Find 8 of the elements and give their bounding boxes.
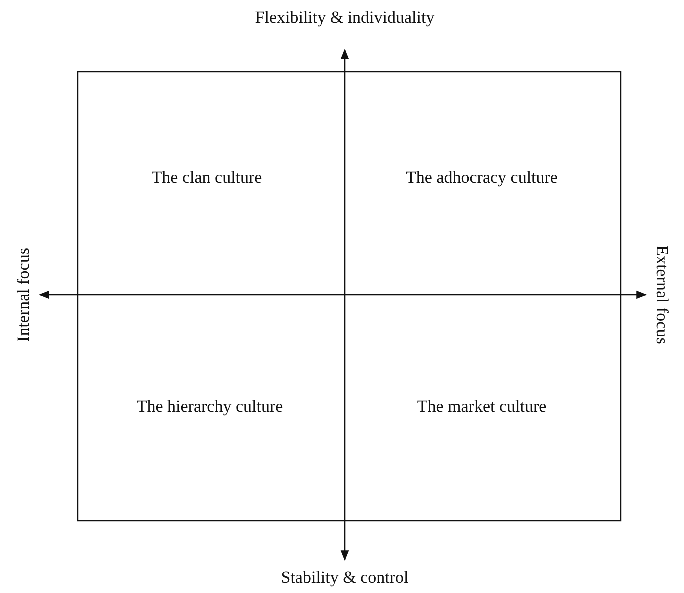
- quadrant-label: The market culture: [417, 397, 547, 417]
- axis-label: Flexibility & individuality: [255, 8, 435, 28]
- axis-label: Internal focus: [14, 248, 34, 342]
- quadrant-label: The hierarchy culture: [136, 397, 284, 417]
- axis-label: Stability & control: [281, 568, 409, 588]
- axis-label: External focus: [652, 246, 672, 344]
- quadrant-label: The adhocracy culture: [406, 168, 558, 188]
- quadrant-label: The clan culture: [152, 168, 262, 188]
